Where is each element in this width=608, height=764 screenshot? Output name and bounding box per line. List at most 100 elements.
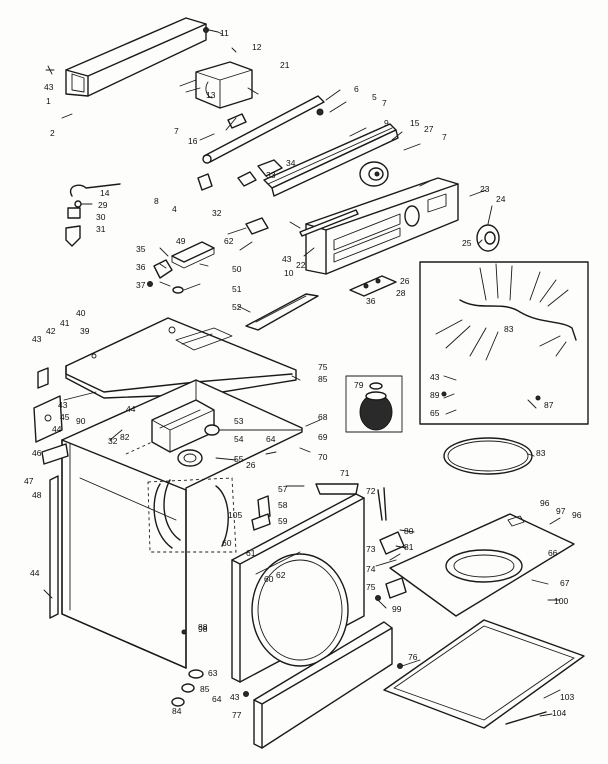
- control-panel-23: [305, 177, 459, 275]
- part-label: 43: [44, 82, 54, 92]
- top-panel-85: [65, 317, 297, 399]
- cabinet-body: [61, 379, 303, 669]
- part-label: 77: [232, 710, 242, 720]
- part-label: 26: [246, 460, 256, 470]
- part-label: 105: [228, 510, 242, 520]
- part-label: 1: [46, 96, 51, 106]
- part-label: 32: [108, 436, 118, 446]
- part-label: 85: [200, 684, 210, 694]
- part-label: 80: [404, 526, 414, 536]
- hose-outline: [147, 477, 237, 553]
- part-label: 36: [136, 262, 146, 272]
- part-label: 43: [430, 372, 440, 382]
- part-label: 50: [232, 264, 242, 274]
- part-labels: 11 12 21 43 1 2 13 6 5 7 7 16 9 15 27 7 …: [24, 28, 582, 720]
- screw-2: [61, 113, 73, 119]
- part-label: 10: [284, 268, 294, 278]
- part-label: 45: [60, 412, 70, 422]
- part-label: 40: [76, 308, 86, 318]
- part-label: 64: [266, 434, 276, 444]
- part-label: 4: [172, 204, 177, 214]
- screw-43-top: [45, 65, 55, 75]
- part-label: 43: [282, 254, 292, 264]
- part-label: 83: [504, 324, 514, 334]
- part-label: 43: [32, 334, 42, 344]
- part-label: 65: [430, 408, 440, 418]
- base-tray-103: [383, 619, 585, 729]
- part-label: 5: [372, 92, 377, 102]
- part-label: 7: [442, 132, 447, 142]
- leader-lines: [109, 31, 561, 717]
- shaft-6: [202, 95, 325, 164]
- part-label: 82: [120, 432, 130, 442]
- seal-55: [177, 449, 203, 467]
- part-label: 43: [58, 400, 68, 410]
- part-label: 62: [224, 236, 234, 246]
- screw-88: [181, 629, 187, 635]
- part-label: 60: [264, 574, 274, 584]
- part-label: 30: [96, 212, 106, 222]
- part-label: 89: [430, 390, 440, 400]
- part-label: 31: [96, 224, 106, 234]
- part-label: 55: [234, 454, 244, 464]
- part-label: 43: [230, 692, 240, 702]
- part-label: 41: [60, 318, 70, 328]
- switch-34: [257, 159, 283, 177]
- part-label: 99: [392, 604, 402, 614]
- clip-5: [316, 108, 324, 116]
- part-label: 98: [198, 624, 208, 634]
- part-label: 58: [278, 500, 288, 510]
- hinge-52: [245, 293, 319, 331]
- part-label: 44: [126, 404, 136, 414]
- part-label: 71: [340, 468, 350, 478]
- part-label: 59: [278, 516, 288, 526]
- part-label: 84: [172, 706, 182, 716]
- part-label: 25: [462, 238, 472, 248]
- screw-29: [74, 200, 93, 208]
- leveler-85: [181, 683, 195, 693]
- part-label: 85: [318, 374, 328, 384]
- brace-45: [63, 391, 97, 401]
- part-label: 44: [30, 568, 40, 578]
- part-label: 33: [266, 170, 276, 180]
- part-label: 35: [136, 244, 146, 254]
- part-label: 104: [552, 708, 566, 718]
- clip-44-low: [43, 589, 53, 599]
- part-30: [67, 207, 81, 219]
- timer-knob-27: [359, 161, 389, 187]
- control-bracket-12: [195, 61, 253, 109]
- foot-84: [171, 697, 185, 707]
- bumper-51: [172, 286, 184, 294]
- bracket-62: [245, 217, 269, 235]
- part-label: 12: [252, 42, 262, 52]
- part-label: 9: [384, 118, 389, 128]
- part-label: 15: [410, 118, 420, 128]
- plate-26-28: [349, 275, 397, 297]
- toe-panel-77: [253, 621, 393, 749]
- door-panel-71: [231, 493, 365, 683]
- part-label: 67: [560, 578, 570, 588]
- part-label: 22: [296, 260, 306, 270]
- drive-belt-93: [443, 437, 533, 475]
- upper-panel-71: [315, 483, 359, 495]
- part-label: 83: [536, 448, 546, 458]
- part-label: 64: [212, 694, 222, 704]
- wire-harness-inset: [419, 261, 589, 425]
- rod-104: [505, 711, 547, 725]
- hose-105: [153, 479, 229, 549]
- part-label: 87: [544, 400, 554, 410]
- part-label: 90: [76, 416, 86, 426]
- part-label: 42: [46, 326, 56, 336]
- part-label: 44: [52, 424, 62, 434]
- part-label: 7: [174, 126, 179, 136]
- part-label: 75: [366, 582, 376, 592]
- part-label: 68: [318, 412, 328, 422]
- cover-49: [171, 241, 215, 269]
- part-label: 88: [198, 622, 208, 632]
- bracket-57-58-59: [251, 495, 271, 531]
- switch-4: [197, 173, 213, 191]
- hinge-48: [49, 475, 59, 619]
- motor-78: [345, 375, 403, 433]
- part-label: 70: [318, 452, 328, 462]
